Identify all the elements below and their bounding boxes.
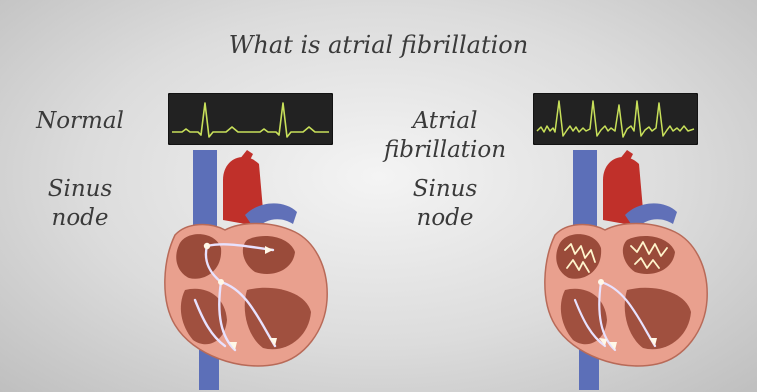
- ecg-monitor-normal: [168, 93, 333, 145]
- rhythm-label-normal: Normal: [20, 106, 140, 136]
- sinus-node-dot: [204, 243, 210, 249]
- av-node-dot: [598, 279, 604, 285]
- av-node-dot: [218, 279, 224, 285]
- rhythm-label-afib-line2: fibrillation: [380, 135, 510, 165]
- sinus-node-label-right-line1: Sinus: [380, 174, 510, 204]
- sinus-node-label-right-line2: node: [380, 203, 510, 233]
- rhythm-label-afib-line1: Atrial: [380, 106, 510, 136]
- sinus-node-label-left-line2: node: [20, 203, 140, 233]
- ecg-monitor-afib: [533, 93, 698, 145]
- heart-illustration-afib: [535, 150, 720, 390]
- page-title: What is atrial fibrillation: [0, 30, 757, 60]
- sinus-node-label-left-line1: Sinus: [20, 174, 140, 204]
- heart-illustration-normal: [155, 150, 340, 390]
